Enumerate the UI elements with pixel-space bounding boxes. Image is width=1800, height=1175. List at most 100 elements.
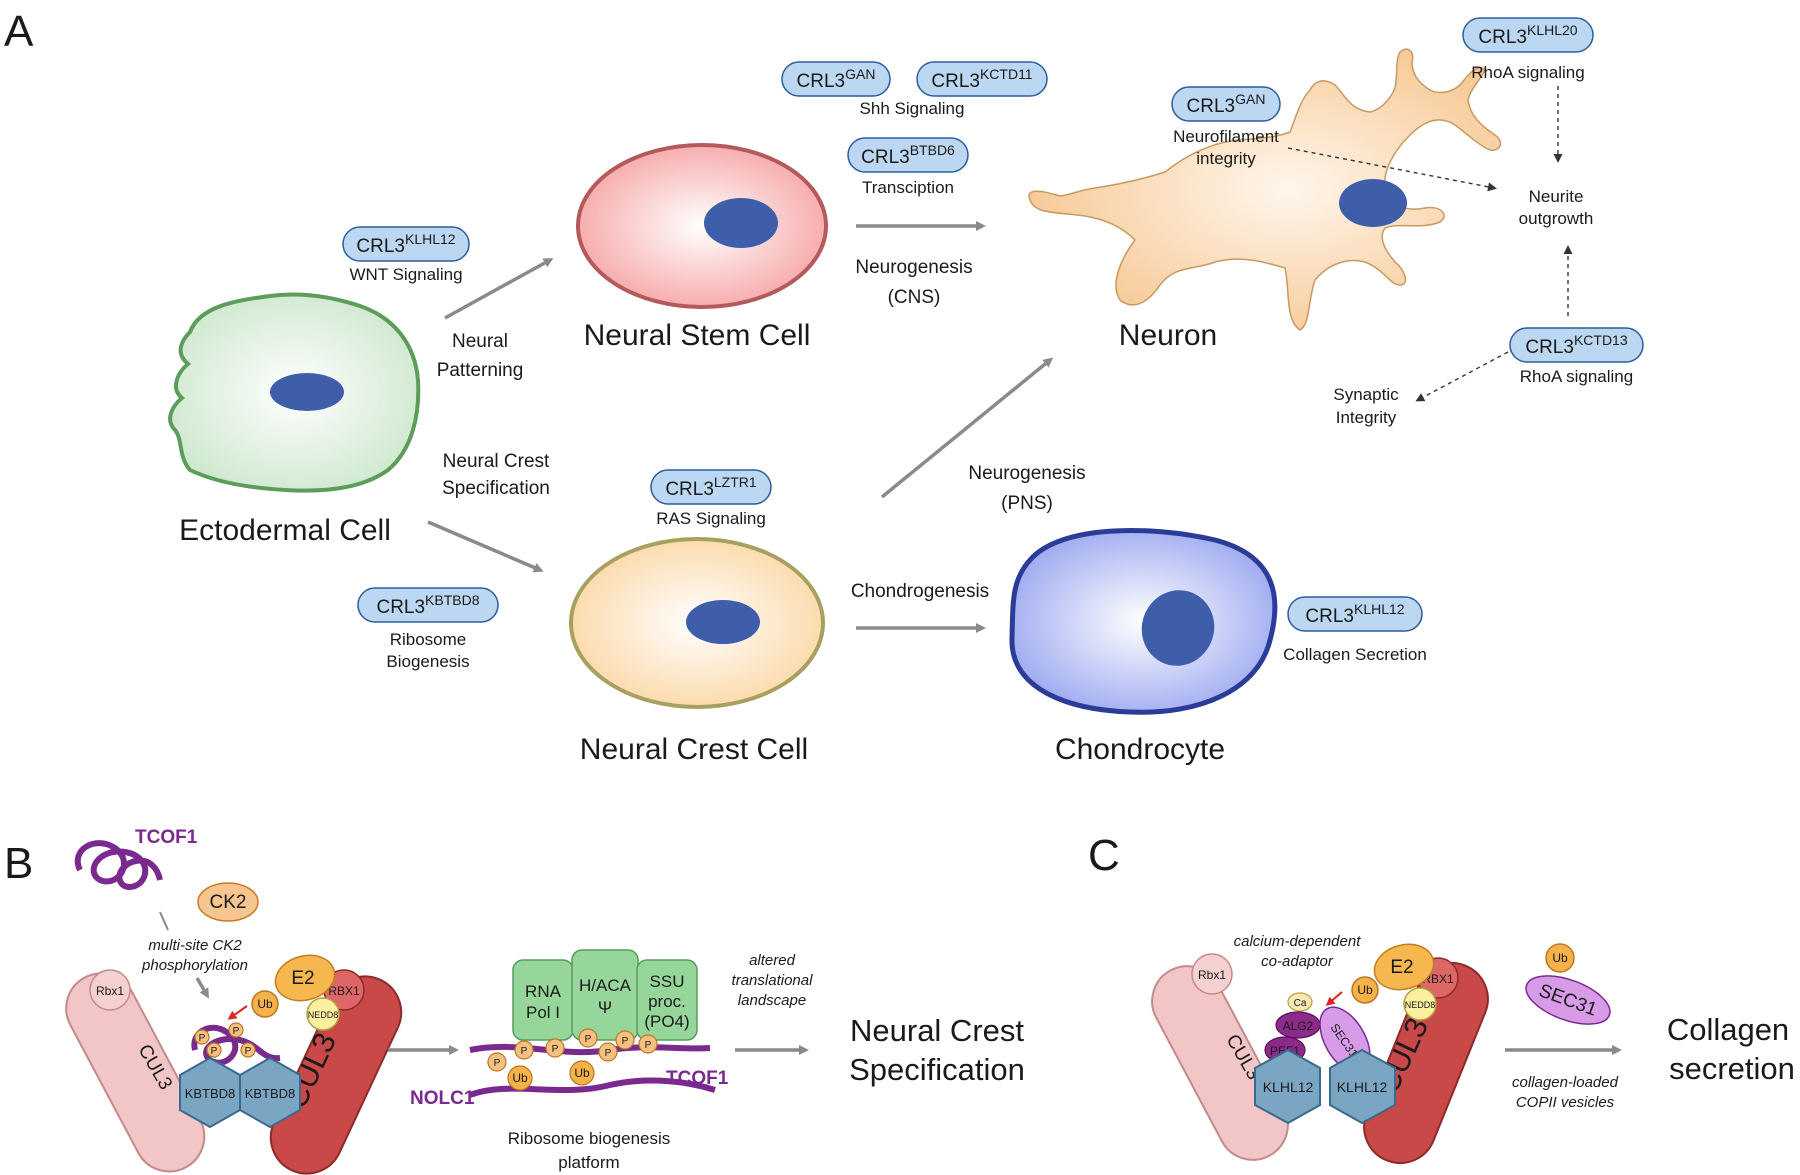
complex-name: CRL3KBTBD8 bbox=[376, 592, 479, 618]
arrow-neural-crest-specification bbox=[427, 520, 544, 573]
ssu-line3: (PO4) bbox=[644, 1012, 689, 1031]
panel-label-c: C bbox=[1088, 831, 1120, 880]
kbtbd8-left: KBTBD8 bbox=[179, 1056, 241, 1129]
arrow-neural-patterning bbox=[444, 258, 554, 320]
klhl12-left-label: KLHL12 bbox=[1263, 1079, 1314, 1095]
rbx1-pale-c-label: Rbx1 bbox=[1198, 968, 1226, 982]
phosphate-icon bbox=[598, 1042, 618, 1062]
phosphate-icon bbox=[578, 1028, 598, 1048]
altered-line2: translational bbox=[732, 972, 814, 989]
phosphate-icon bbox=[615, 1030, 635, 1050]
sec31-free-protein: SEC31 bbox=[1525, 975, 1611, 1025]
haca-line1: H/ACA bbox=[579, 976, 632, 995]
panel-label-b: B bbox=[4, 839, 33, 888]
ck2-note-line2: phosphorylation bbox=[141, 957, 248, 974]
neural-crest-cell-label: Neural Crest Cell bbox=[580, 733, 808, 766]
ca-label: Ca bbox=[1294, 998, 1307, 1009]
complex-pill bbox=[342, 226, 470, 262]
complex-pill bbox=[1509, 327, 1644, 363]
ub-label: Ub bbox=[574, 1066, 590, 1080]
ca-icon: Ca bbox=[1287, 992, 1313, 1012]
ub-sec31-label: Ub bbox=[1552, 951, 1568, 965]
nedd8-label: NEDD8 bbox=[308, 1010, 339, 1020]
neural-crest-cell bbox=[569, 537, 825, 709]
phosphate-icon bbox=[240, 1042, 256, 1058]
kbtbd8-left-label: KBTBD8 bbox=[185, 1086, 236, 1101]
red-arrow-ub-transfer bbox=[227, 1005, 248, 1020]
ssu-line2: proc. bbox=[648, 992, 686, 1011]
cul3-red-scaffold: CUL3 RBX1 bbox=[269, 969, 403, 1175]
rbx1-label: RBX1 bbox=[328, 984, 360, 998]
chondrogenesis-label: Chondrogenesis bbox=[851, 581, 989, 602]
nucleus bbox=[704, 198, 778, 248]
complex-name: CRL3BTBD6 bbox=[861, 142, 955, 168]
alg2-label: ALG2 bbox=[1283, 1019, 1314, 1033]
platform-label-line2: platform bbox=[558, 1153, 619, 1172]
phosphate-label: P bbox=[494, 1058, 501, 1069]
nedd8-c-icon bbox=[1403, 987, 1437, 1021]
arrow-neurogenesis-pns bbox=[880, 357, 1054, 499]
ub-icon bbox=[569, 1060, 595, 1086]
phosphate-icon bbox=[228, 1022, 244, 1038]
tcof1-protein-icon bbox=[74, 840, 163, 890]
tcof1-strand bbox=[469, 1043, 711, 1056]
complex-pill bbox=[1287, 596, 1423, 632]
complex-caption: Biogenesis bbox=[386, 652, 469, 671]
phosphate-icon bbox=[638, 1034, 658, 1054]
nucleus bbox=[1339, 179, 1407, 227]
neural-patterning-line1: Neural bbox=[452, 331, 508, 352]
co-adaptor-line2: co-adaptor bbox=[1261, 953, 1334, 970]
phosphate-label: P bbox=[605, 1048, 612, 1059]
chondrocyte-label: Chondrocyte bbox=[1055, 733, 1225, 766]
rbx1-c-label: RBX1 bbox=[1422, 972, 1454, 986]
tcof1-bottom-label: TCOF1 bbox=[666, 1068, 729, 1089]
complex-name: CRL3KLHL12 bbox=[1305, 601, 1404, 627]
complex-pill bbox=[781, 61, 891, 97]
complex-name: CRL3KLHL20 bbox=[1478, 22, 1577, 48]
complex-caption: RhoA signaling bbox=[1471, 63, 1584, 82]
phosphate-icon bbox=[194, 1029, 210, 1045]
nucleus bbox=[1141, 590, 1215, 666]
complex-caption: RAS Signaling bbox=[656, 509, 766, 528]
haca-box bbox=[571, 949, 639, 1041]
phosphate-icon bbox=[514, 1040, 534, 1060]
neurogenesis-pns-line2: (PNS) bbox=[1001, 493, 1053, 514]
complex-name: CRL3LZTR1 bbox=[665, 474, 757, 500]
e2-c-label: E2 bbox=[1390, 957, 1413, 978]
complex-name: CRL3GAN bbox=[1187, 91, 1266, 117]
ssu-box bbox=[636, 959, 698, 1041]
tcof1-top-label: TCOF1 bbox=[135, 827, 198, 848]
phosphate-label: P bbox=[245, 1046, 252, 1057]
connector-line bbox=[159, 911, 169, 931]
ub-label: Ub bbox=[512, 1071, 528, 1085]
ub-label: Ub bbox=[257, 997, 273, 1011]
collagen-result-line1: Collagen bbox=[1667, 1012, 1789, 1047]
nucleus bbox=[270, 373, 344, 411]
complex-name: CRL3GAN bbox=[797, 66, 876, 92]
e2-enzyme-c: E2 bbox=[1373, 943, 1435, 991]
complex-kctd11_shh: CRL3KCTD11 bbox=[916, 61, 1048, 97]
e2-label: E2 bbox=[291, 968, 314, 989]
complex-name: CRL3KCTD11 bbox=[931, 66, 1032, 92]
rna-pol-line1: RNA bbox=[525, 982, 562, 1001]
altered-line3: landscape bbox=[738, 992, 806, 1009]
kbtbd8-right: KBTBD8 bbox=[239, 1056, 301, 1129]
neurite-outgrowth-line2: outgrowth bbox=[1519, 209, 1594, 228]
nedd8-icon bbox=[306, 997, 340, 1031]
neuron-label: Neuron bbox=[1119, 319, 1217, 352]
phosphate-label: P bbox=[233, 1026, 240, 1037]
complex-caption: Ribosome bbox=[390, 630, 467, 649]
ck2-icon: CK2 bbox=[197, 882, 259, 922]
complex-pill bbox=[357, 587, 499, 623]
neurogenesis-pns-line1: Neurogenesis bbox=[968, 463, 1085, 484]
phosphate-label: P bbox=[645, 1040, 652, 1051]
alg2-protein: ALG2 bbox=[1275, 1011, 1321, 1039]
